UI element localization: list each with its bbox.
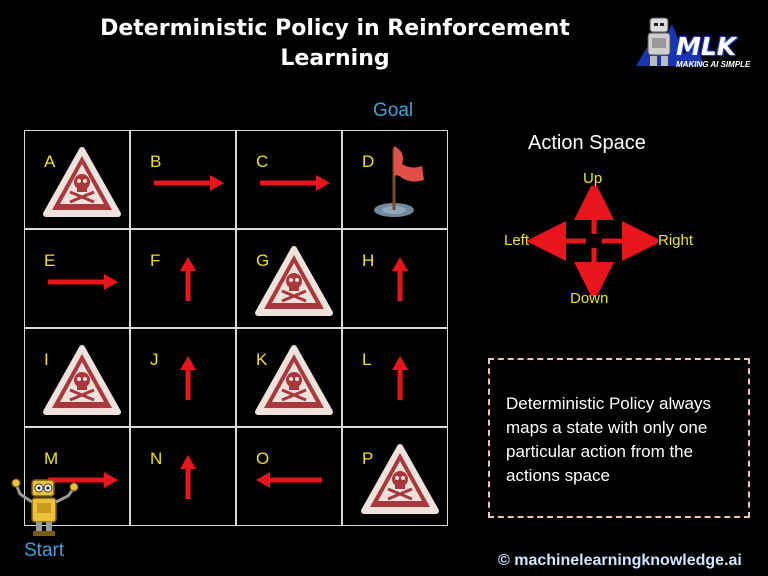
up-arrow-icon: [130, 328, 236, 427]
cell-label: N: [150, 449, 163, 468]
cell-label: E: [44, 251, 56, 270]
up-arrow-icon: [342, 328, 448, 427]
up-arrow-icon: [130, 427, 236, 526]
danger-skull-icon: [24, 130, 130, 229]
cell-label: M: [44, 449, 59, 468]
grid-cell-g: G: [236, 229, 342, 328]
cell-label: B: [150, 152, 162, 171]
start-label: Start: [24, 540, 65, 561]
cell-label: C: [256, 152, 269, 171]
grid-cell-a: A: [24, 130, 130, 229]
grid-cell-m: M: [24, 427, 130, 526]
robot-icon: [647, 17, 671, 66]
cell-label: H: [362, 251, 375, 270]
grid-cell-n: N: [130, 427, 236, 526]
grid-cell-b: B: [130, 130, 236, 229]
note-text: Deterministic Policy always maps a state…: [506, 394, 711, 485]
cell-label: K: [256, 350, 268, 369]
grid-cell-f: F: [130, 229, 236, 328]
grid-cell-d: D: [342, 130, 448, 229]
goal-flag-icon: [342, 130, 448, 229]
cell-label: D: [362, 152, 375, 171]
grid-cell-j: J: [130, 328, 236, 427]
mlk-logo: [636, 17, 704, 66]
start-robot-icon: [11, 478, 79, 536]
danger-skull-icon: [236, 328, 342, 427]
right-arrow-icon: [236, 130, 342, 229]
cell-label: A: [44, 152, 56, 171]
logo-text: MLK: [676, 32, 737, 61]
grid-world: A B C D E F G H I J: [24, 130, 448, 526]
left-arrow-icon: [236, 427, 342, 526]
note-box: Deterministic Policy always maps a state…: [488, 358, 750, 518]
cell-label: I: [44, 350, 49, 369]
up-arrow-icon: [130, 229, 236, 328]
action-space-title: Action Space: [528, 132, 646, 154]
right-arrow-icon: [24, 427, 130, 526]
cell-label: L: [362, 350, 372, 369]
danger-skull-icon: [24, 328, 130, 427]
action-up-label: Up: [583, 170, 603, 187]
danger-skull-icon: [236, 229, 342, 328]
danger-skull-icon: [342, 427, 448, 526]
grid-cell-l: L: [342, 328, 448, 427]
copyright: © machinelearningknowledge.ai: [498, 552, 742, 569]
cell-label: G: [256, 251, 270, 270]
grid-cell-p: P: [342, 427, 448, 526]
title-line-2: Learning: [280, 46, 390, 71]
right-arrow-icon: [130, 130, 236, 229]
cell-label: O: [256, 449, 270, 468]
grid-cell-e: E: [24, 229, 130, 328]
action-down-label: Down: [570, 290, 609, 307]
logo-subtitle: MAKING AI SIMPLE: [676, 60, 751, 69]
action-right-label: Right: [658, 232, 694, 249]
action-space-cross: [528, 186, 658, 296]
grid-lines: [24, 130, 448, 526]
up-arrow-icon: [342, 229, 448, 328]
action-left-label: Left: [504, 232, 530, 249]
grid-cell-i: I: [24, 328, 130, 427]
grid-cell-o: O: [236, 427, 342, 526]
title-line-1: Deterministic Policy in Reinforcement: [100, 16, 570, 41]
cell-label: F: [150, 251, 161, 270]
cell-label: J: [150, 350, 159, 369]
grid-cell-c: C: [236, 130, 342, 229]
right-arrow-icon: [24, 229, 130, 328]
cell-label: P: [362, 449, 374, 468]
grid-cell-h: H: [342, 229, 448, 328]
goal-label: Goal: [373, 100, 414, 121]
grid-cell-k: K: [236, 328, 342, 427]
page-title: Deterministic Policy in Reinforcement Le…: [40, 14, 630, 74]
